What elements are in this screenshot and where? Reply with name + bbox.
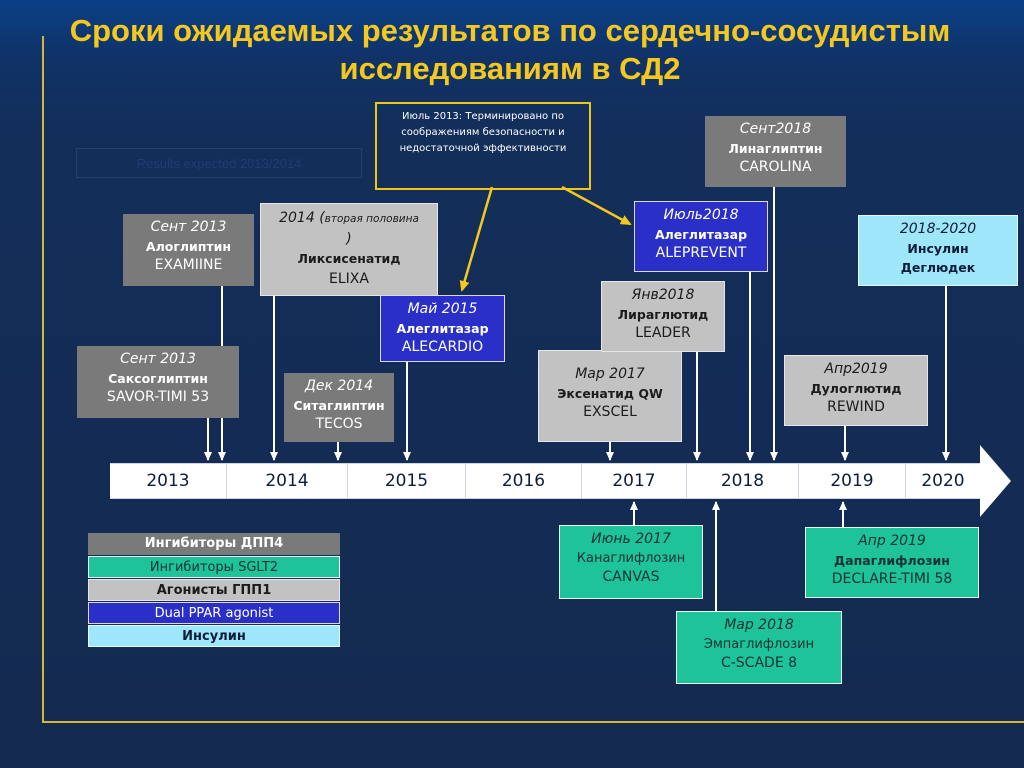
trial-drug: Ликсисенатид — [297, 251, 401, 266]
trial-date: Сент 2013 — [120, 351, 196, 367]
trial-name: DECLARE-TIMI 58 — [831, 571, 953, 587]
year-2020: 2020 — [921, 471, 965, 491]
trial-cscade: Мар 2018 Эмпаглифлозин C-SCADE 8 — [676, 611, 842, 684]
timeline-arrowhead — [980, 445, 1011, 517]
trial-declare: Апр 2019 Дапаглифлозин DECLARE-TIMI 58 — [805, 527, 979, 598]
trial-canvas: Июнь 2017 Канаглифлозин CANVAS — [559, 525, 703, 599]
trial-name: CAROLINA — [739, 159, 812, 175]
frame-left-line — [42, 36, 44, 722]
legend-item-ppar: Dual PPAR agonist — [88, 602, 340, 624]
trial-date-main: 2014 ( — [279, 210, 325, 226]
trial-aleprevent: Июль2018 Алеглитазар ALEPREVENT — [634, 201, 768, 272]
trial-name: TECOS — [315, 416, 363, 432]
year-2014: 2014 — [227, 463, 348, 499]
trial-drug: Эмпаглифлозин — [703, 637, 815, 652]
year-2013: 2013 — [110, 463, 227, 499]
frame-bottom-line — [42, 721, 1024, 723]
trial-tecos: Дек 2014 Ситаглиптин TECOS — [284, 373, 394, 442]
trial-name: ALEPREVENT — [655, 245, 747, 261]
trial-leader: Янв2018 Лираглютид LEADER — [601, 281, 725, 352]
trial-drug: Алоглиптин — [145, 239, 232, 254]
trial-date: Мар 2018 — [724, 617, 794, 633]
legend: Ингибиторы ДПП4 Ингибиторы SGLT2 Агонист… — [88, 533, 340, 648]
trial-name: EXAMIINE — [154, 257, 223, 273]
trial-date: Мар 2017 — [575, 366, 645, 382]
callout-arrow-aleprevent — [561, 185, 632, 226]
trial-drug: Алеглитазар — [396, 321, 489, 336]
year-2015: 2015 — [348, 463, 466, 499]
trial-name: SAVOR-TIMI 53 — [106, 389, 210, 405]
trial-date: Июнь 2017 — [591, 531, 671, 547]
trial-date: Янв2018 — [631, 287, 695, 303]
trial-date: Май 2015 — [407, 301, 478, 317]
trial-name: LEADER — [635, 325, 691, 341]
trial-name: ALECARDIO — [401, 339, 484, 355]
trial-drug: Алеглитазар — [654, 227, 748, 242]
trial-elixa: 2014 (вторая половина ) Ликсисенатид ELI… — [260, 203, 438, 296]
trial-date: Апр 2019 — [858, 533, 926, 549]
callout-arrow-alecardio — [459, 186, 494, 292]
trial-alecardio: Май 2015 Алеглитазар ALECARDIO — [380, 295, 505, 362]
trial-drug: Лираглютид — [617, 307, 709, 322]
trial-name: Деглюдек — [900, 260, 976, 275]
trial-degludec: 2018-2020 Инсулин Деглюдек — [858, 215, 1018, 286]
trial-examine: Сент 2013 Алоглиптин EXAMIINE — [123, 214, 254, 286]
trial-date-close: ) — [346, 231, 352, 247]
legend-item-insulin: Инсулин — [88, 625, 340, 647]
trial-date: 2018-2020 — [899, 221, 977, 237]
trial-date: Апр2019 — [824, 361, 888, 377]
timeline-bar — [110, 463, 980, 499]
legend-item-glp1: Агонисты ГПП1 — [88, 579, 340, 601]
trial-savor: Сент 2013 Саксоглиптин SAVOR-TIMI 53 — [77, 346, 239, 418]
trial-drug: Дулоглютид — [810, 381, 902, 396]
year-2018: 2018 — [687, 463, 799, 499]
trial-name: ELIXA — [329, 271, 369, 287]
year-2019: 2019 — [799, 463, 906, 499]
trial-drug: Инсулин — [907, 241, 969, 256]
trial-drug: Канаглифлозин — [576, 551, 686, 566]
trial-name: REWIND — [827, 399, 885, 415]
trial-name: EXSCEL — [583, 404, 637, 420]
trial-date: Сент 2013 — [150, 219, 227, 235]
legend-item-dpp4: Ингибиторы ДПП4 — [88, 533, 340, 555]
termination-callout: Июль 2013: Терминировано по соображениям… — [375, 102, 591, 190]
trial-drug: Саксоглиптин — [108, 371, 208, 386]
trial-rewind: Апр2019 Дулоглютид REWIND — [784, 355, 928, 426]
trial-name: CANVAS — [602, 569, 660, 585]
trial-drug: Дапаглифлозин — [834, 553, 950, 568]
trial-exscel: Мар 2017 Эксенатид QW EXSCEL — [538, 350, 682, 442]
trial-drug: Ситаглиптин — [293, 398, 385, 413]
trial-date: Сент2018 — [739, 121, 812, 137]
trial-drug: Линаглиптин — [728, 141, 823, 156]
year-2016: 2016 — [466, 463, 582, 499]
timeline: 2013 2014 2015 2016 2017 2018 2019 2020 — [110, 445, 1011, 517]
trial-carolina: Сент2018 Линаглиптин CAROLINA — [705, 116, 846, 187]
ghost-label: Results expected 2013/2014 — [76, 148, 362, 178]
trial-drug: Эксенатид QW — [557, 386, 663, 401]
legend-item-sglt2: Ингибиторы SGLT2 — [88, 556, 340, 578]
trial-date: 2014 (вторая половина — [261, 208, 437, 229]
trial-date: Дек 2014 — [304, 378, 374, 394]
year-2017: 2017 — [582, 463, 687, 499]
slide-title: Сроки ожидаемых результатов по сердечно-… — [69, 13, 951, 86]
trial-name: C-SCADE 8 — [720, 655, 798, 671]
trial-date: Июль2018 — [663, 207, 739, 223]
trial-date-note: вторая половина — [324, 213, 419, 225]
